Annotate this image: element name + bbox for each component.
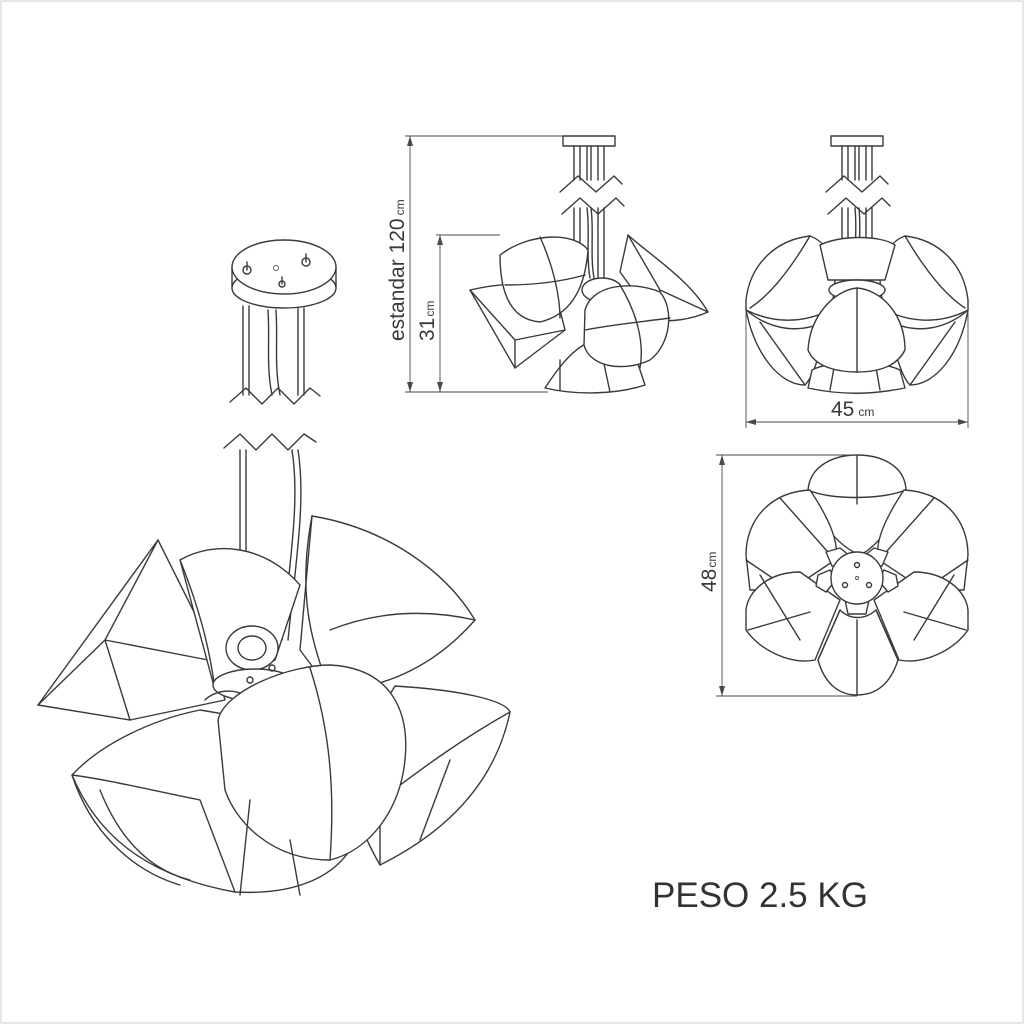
weight-label: PESO 2.5 KG [652, 876, 868, 915]
width-value: 45 [831, 398, 854, 421]
depth-value: 48 [698, 569, 721, 592]
width-unit: cm [858, 405, 874, 419]
depth-label: 48cm [698, 552, 721, 592]
perspective-view [37, 239, 511, 896]
front-view: 45 cm [745, 135, 969, 428]
height-unit: cm [423, 301, 437, 317]
height-label: 31cm [416, 301, 439, 341]
cable-length-unit: cm [393, 199, 407, 215]
top-view: 48cm [698, 454, 969, 697]
lampshades-front [71, 664, 511, 896]
suspension-rods-upper [229, 305, 321, 405]
top-view-hub [815, 547, 899, 615]
side-view: estandar 120cm 31cm [386, 135, 709, 394]
depth-unit: cm [705, 552, 719, 568]
height-value: 31 [416, 318, 439, 341]
ceiling-canopy [231, 239, 337, 309]
cable-length-label: estandar 120 cm [386, 199, 409, 341]
cable-length-value: estandar 120 [386, 218, 409, 341]
width-label: 45 cm [831, 398, 874, 421]
